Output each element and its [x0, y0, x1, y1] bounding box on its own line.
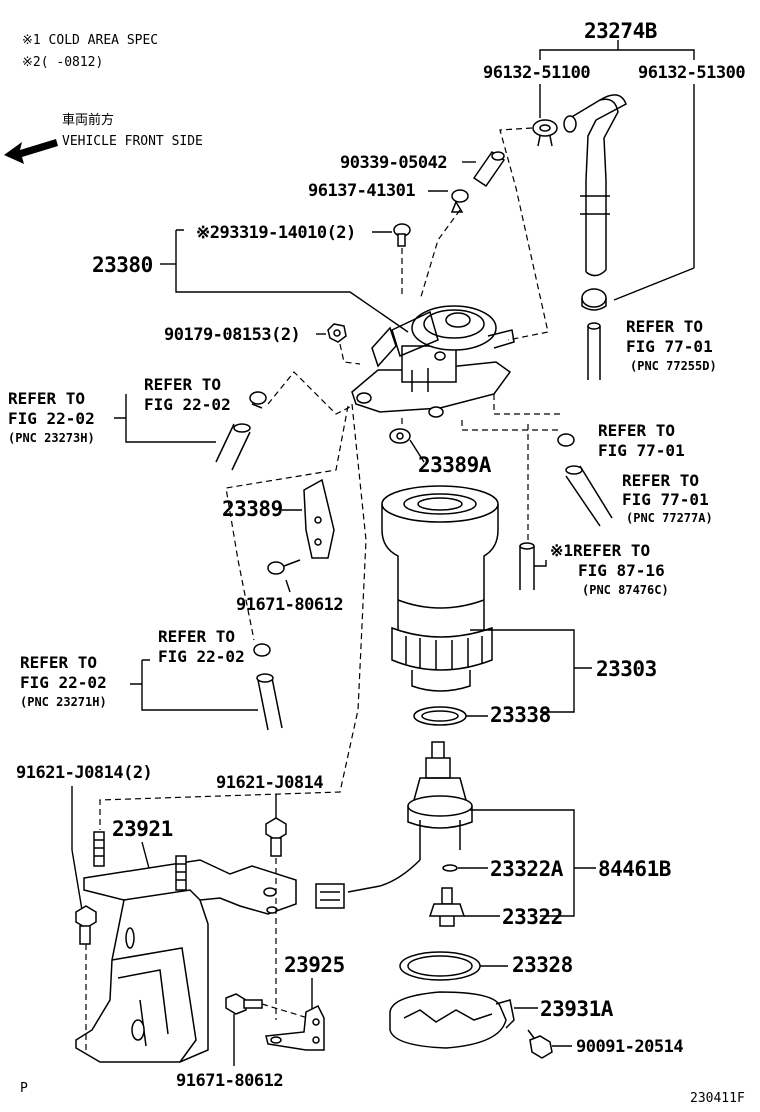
ref1-line3: (PNC 77255D) [630, 359, 717, 373]
stud-left [93, 831, 105, 867]
bolt-91671-lower [225, 993, 263, 1015]
hose-clamp-lower [581, 288, 607, 311]
stud-center [175, 855, 187, 891]
callout-23322A: 23322A [490, 857, 564, 881]
ref3-line2: FIG 22-02 [144, 395, 231, 414]
callout-23274B: 23274B [584, 19, 657, 43]
callout-23303: 23303 [596, 657, 657, 681]
valve-small [450, 189, 469, 213]
callout-90179-08153: 90179-08153(2) [164, 325, 300, 345]
fitting-left-lower [253, 643, 271, 657]
callout-23338: 23338 [490, 703, 551, 727]
ref6-line2: FIG 87-16 [578, 561, 665, 580]
callout-91621-J0814-2: 91621-J0814(2) [16, 763, 152, 783]
ref2-line2: FIG 22-02 [8, 409, 95, 428]
ref5-line3: (PNC 77277A) [626, 511, 713, 525]
callout-23389A: 23389A [418, 453, 492, 477]
cap-plug [472, 150, 506, 188]
callout-96132-51300: 96132-51300 [638, 63, 745, 83]
arrow-left-icon [4, 139, 58, 164]
clip-23389A [389, 428, 411, 444]
bolt-91621-center [265, 817, 287, 857]
nut-90179 [327, 323, 347, 343]
ref7-line2: FIG 22-02 [158, 647, 245, 666]
ref2-line1: REFER TO [8, 389, 85, 408]
callout-90339-05042: 90339-05042 [340, 153, 447, 173]
bolt-91621-left [75, 905, 97, 945]
callout-96137-41301: 96137-41301 [308, 181, 415, 201]
ref2-line3: (PNC 23273H) [8, 431, 95, 445]
callout-91621-J0814: 91621-J0814 [216, 773, 323, 793]
o-ring-23322A [442, 864, 458, 872]
bracket-23925 [265, 1004, 325, 1051]
ref7-line1: REFER TO [158, 627, 235, 646]
callout-23328: 23328 [512, 953, 573, 977]
ref5-line2: FIG 77-01 [622, 490, 709, 509]
front-side-en: VEHICLE FRONT SIDE [62, 134, 203, 149]
ref8-line1: REFER TO [20, 653, 97, 672]
note-cold-area: ※1 COLD AREA SPEC [22, 33, 158, 48]
ref6-line3: (PNC 87476C) [582, 583, 669, 597]
gasket-23328 [399, 951, 481, 981]
front-side-jp: 車両前方 [62, 112, 114, 128]
callout-23921: 23921 [112, 817, 173, 841]
callout-96132-51100: 96132-51100 [483, 63, 590, 83]
fitting-right-upper [557, 433, 575, 447]
ref1-line2: FIG 77-01 [626, 337, 713, 356]
bolt-91671-upper [267, 559, 301, 575]
callout-91671-80612-lower: 91671-80612 [176, 1071, 283, 1091]
bracket-23389 [303, 478, 335, 559]
connector-plug [315, 883, 345, 909]
ref8-line3: (PNC 23271H) [20, 695, 107, 709]
filter-head-23380 [351, 305, 515, 418]
pipe-77255D [587, 322, 601, 380]
ref1-line1: REFER TO [626, 317, 703, 336]
note-date-range: ※2( -0812) [22, 55, 103, 70]
pipe-23271H [256, 673, 283, 731]
figure-code: 230411F [690, 1091, 745, 1106]
callout-84461B: 84461B [598, 857, 671, 881]
ref3-line1: REFER TO [144, 375, 221, 394]
hose-clamp [532, 119, 558, 147]
screw-90091 [527, 1029, 553, 1059]
callout-91671-80612-upper: 91671-80612 [236, 595, 343, 615]
fuel-hose [563, 94, 627, 277]
callout-23322: 23322 [502, 905, 563, 929]
o-ring-23338 [413, 706, 467, 726]
pipe-87476C [519, 542, 535, 590]
footer-p: P [20, 1081, 28, 1096]
sensor-23322 [428, 887, 466, 927]
bolt-93319 [393, 223, 411, 247]
callout-90091-20514: 90091-20514 [576, 1037, 683, 1057]
bracket-23921 [75, 859, 297, 1063]
pipe-23273H [215, 423, 251, 471]
sensor-84461B [347, 741, 473, 893]
ref4-line1: REFER TO [598, 421, 675, 440]
cover-23931A [389, 991, 515, 1049]
ref4-line2: FIG 77-01 [598, 441, 685, 460]
callout-23389: 23389 [222, 497, 283, 521]
fuel-filter-23303 [381, 485, 499, 692]
callout-93319-14010: ※293319-14010(2) [196, 223, 356, 243]
fitting-left-upper [249, 391, 267, 409]
ref8-line2: FIG 22-02 [20, 673, 107, 692]
pipe-77277A [565, 465, 613, 527]
ref6-line1: ※1REFER TO [550, 541, 650, 560]
callout-23931A: 23931A [540, 997, 614, 1021]
ref5-line1: REFER TO [622, 471, 699, 490]
callout-23380: 23380 [92, 253, 153, 277]
callout-23925: 23925 [284, 953, 345, 977]
